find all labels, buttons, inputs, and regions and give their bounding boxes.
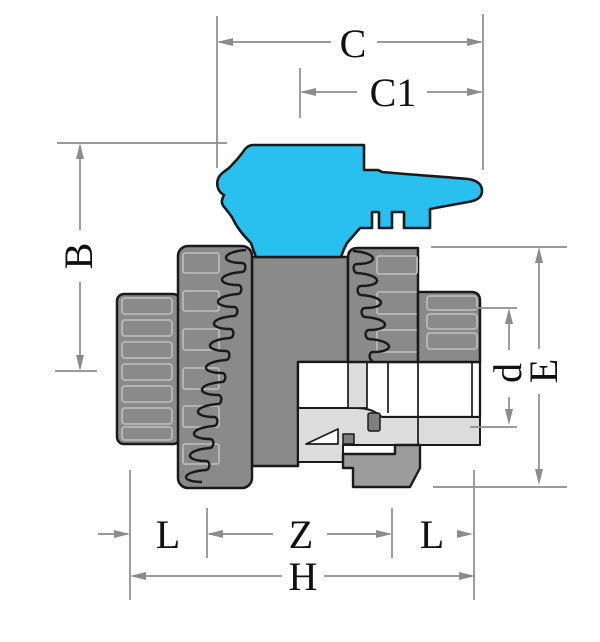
dimension-c1: C1 — [299, 68, 483, 118]
flow-triangle — [305, 428, 339, 445]
arrowhead — [505, 308, 513, 324]
grip-panel — [121, 363, 173, 381]
left-connector-body — [115, 292, 182, 446]
left-connector-ribs — [121, 297, 173, 441]
right-nut-knurl-wave — [352, 249, 391, 363]
dimension-label-z: Z — [289, 512, 313, 557]
right-end-connector — [416, 290, 482, 364]
arrowhead — [467, 88, 483, 96]
dimension-label-l-right: L — [420, 512, 444, 557]
seat-carrier-bar — [347, 361, 368, 409]
seal-block — [342, 433, 355, 445]
grip-panel — [426, 295, 478, 311]
grip-panel — [121, 385, 173, 403]
arrowhead — [467, 38, 483, 46]
grip-panel — [426, 332, 478, 350]
right-connector-ribs — [426, 295, 478, 350]
left-nut-knurl-wave — [184, 248, 247, 484]
dimension-label-c1: C1 — [370, 70, 417, 115]
arrowhead — [457, 530, 473, 538]
arrowhead — [300, 88, 316, 96]
arrowhead — [535, 247, 543, 263]
valve-handle — [215, 143, 484, 259]
union-nut-section-piece — [341, 443, 422, 489]
dimension-label-c: C — [340, 21, 367, 66]
valve-body — [115, 244, 482, 490]
dimension-label-b: B — [56, 243, 101, 270]
dimension-label-e: E — [521, 359, 566, 383]
dimension-b: B — [55, 142, 227, 372]
arrowhead — [217, 38, 233, 46]
dimension-label-l-left: L — [156, 512, 180, 557]
grip-panel — [121, 407, 173, 425]
dimension-e: E — [431, 246, 567, 488]
arrowhead — [130, 572, 146, 580]
grip-panel — [121, 426, 173, 441]
arrowhead — [76, 143, 84, 159]
dimension-label-h: H — [289, 554, 318, 599]
seal-pin — [367, 412, 381, 432]
grip-panel — [182, 252, 220, 274]
right-union-nut — [346, 246, 420, 364]
grip-panel — [121, 297, 173, 315]
arrowhead — [535, 469, 543, 485]
dimension-label-d: d — [485, 363, 530, 383]
arrowhead — [76, 355, 84, 371]
left-union-nut-body — [176, 244, 254, 490]
dimension-annotations: C C1 B d — [55, 14, 567, 600]
left-union-nut — [176, 244, 254, 490]
grip-panel — [182, 443, 220, 465]
grip-panel — [426, 313, 478, 330]
grip-panel — [376, 255, 418, 275]
dimension-lzl-row: L Z L — [98, 470, 475, 600]
dimension-h: H — [130, 554, 475, 599]
grip-panel — [121, 341, 173, 359]
dimension-d: d — [470, 307, 530, 428]
arrowhead — [376, 530, 392, 538]
arrowhead — [114, 530, 130, 538]
arrowhead — [459, 572, 475, 580]
arrowhead — [505, 409, 513, 425]
left-end-connector — [115, 292, 182, 446]
grip-panel — [121, 319, 173, 337]
